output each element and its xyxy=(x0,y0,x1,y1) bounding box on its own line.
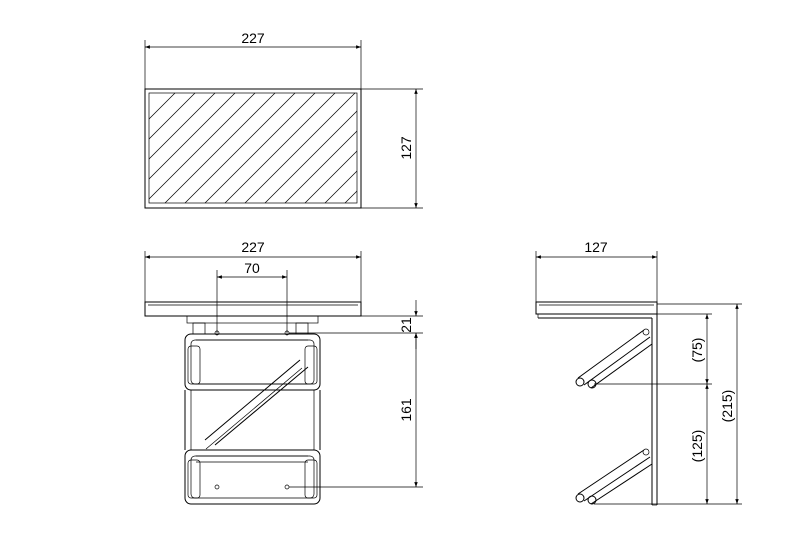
front-clip-right xyxy=(295,322,309,335)
front-height-label: 161 xyxy=(398,398,414,422)
lower-hole-right xyxy=(284,484,290,490)
side-depth-label: 127 xyxy=(584,239,608,255)
top-depth-label: 127 xyxy=(398,136,414,160)
top-view: 227 127 xyxy=(144,30,423,209)
side-view: 127 (75) (125) (215) xyxy=(535,239,742,506)
top-view-inner xyxy=(148,92,358,204)
front-lower-basket xyxy=(184,449,321,505)
top-view-outline xyxy=(144,88,362,209)
front-bracket-plate xyxy=(186,315,319,324)
side-upper-arm xyxy=(577,329,645,379)
side-lower-spacing-label: (125) xyxy=(689,430,705,463)
front-width-label: 227 xyxy=(241,239,265,255)
front-upper-basket xyxy=(184,333,321,391)
top-width-label: 227 xyxy=(241,30,265,46)
side-total-height-label: (215) xyxy=(719,390,735,423)
front-offset-label: 21 xyxy=(398,317,414,333)
top-view-hatching xyxy=(149,93,357,203)
front-view: 227 70 21 161 xyxy=(144,239,423,505)
front-shelf-board xyxy=(144,301,362,317)
front-clip-left xyxy=(192,322,206,335)
side-shelf-board xyxy=(535,301,658,315)
side-lower-arm xyxy=(577,449,645,495)
front-spacing-label: 70 xyxy=(244,260,260,276)
lower-hole-left xyxy=(214,484,220,490)
front-diagonal-brace xyxy=(204,359,301,441)
side-upper-spacing-label: (75) xyxy=(689,338,705,363)
